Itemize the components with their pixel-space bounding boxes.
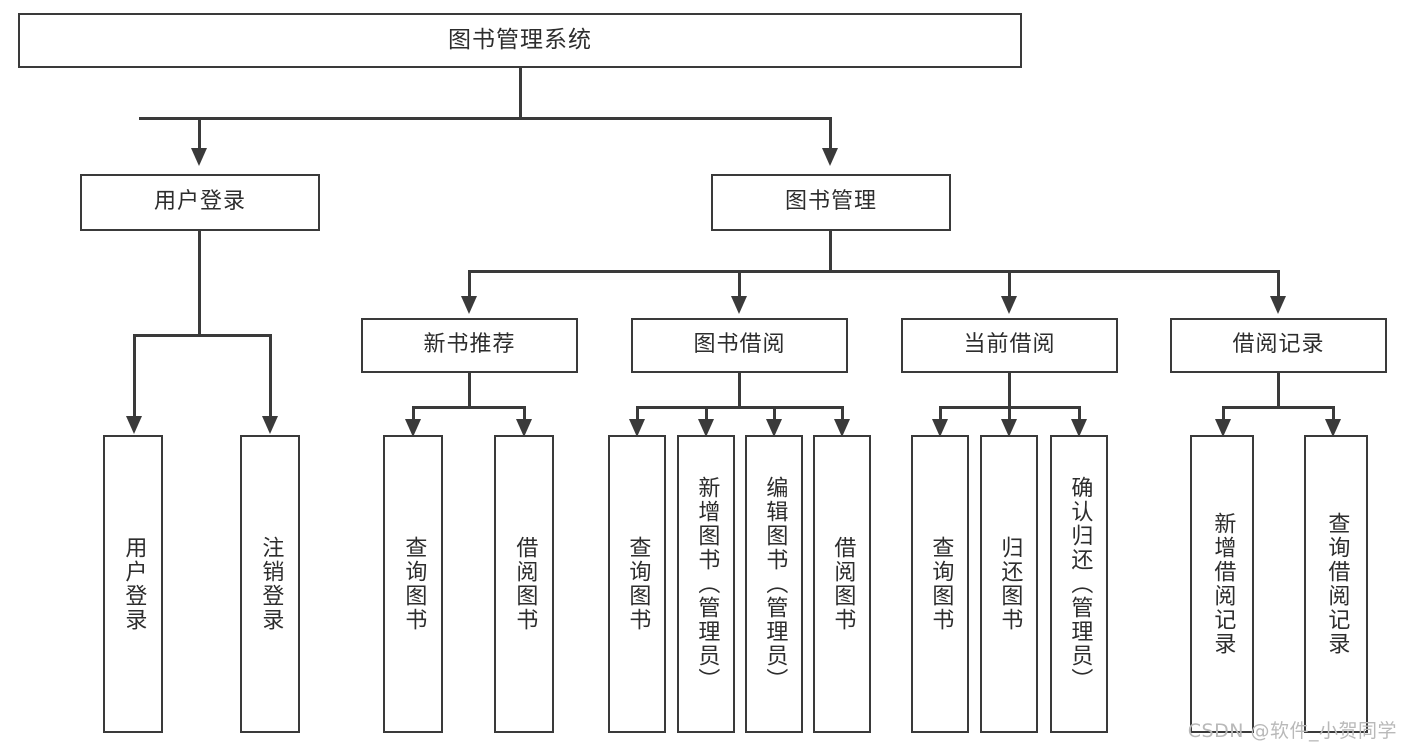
arrowhead-borrow-record: [1270, 296, 1286, 314]
node-user-login[interactable]: 用户登录: [80, 174, 320, 231]
leaf-query-book-current[interactable]: 查询图书: [911, 435, 969, 733]
leaf-label: 新增借阅记录: [1210, 512, 1236, 656]
arrowhead-leaf-user-logout: [262, 416, 278, 434]
connector-user-login-bus: [133, 334, 272, 337]
connector-book-borrow-child-3: [773, 406, 776, 430]
leaf-label: 查询图书: [401, 536, 427, 632]
connector-book-borrow-child-2: [705, 406, 708, 430]
arrowhead-leaf-add-record: [1215, 419, 1231, 437]
connector-book-manage-stem: [829, 231, 832, 270]
arrowhead-leaf-borrow-book-1: [516, 419, 532, 437]
connector-new-book-child-1: [412, 406, 415, 430]
connector-to-borrow-record: [1277, 270, 1280, 296]
leaf-return-book[interactable]: 归还图书: [980, 435, 1038, 733]
node-current-borrow[interactable]: 当前借阅: [901, 318, 1118, 373]
node-label: 图书借阅: [693, 332, 786, 358]
leaf-add-borrow-record[interactable]: 新增借阅记录: [1190, 435, 1254, 733]
arrowhead-leaf-confirm-return: [1071, 419, 1087, 437]
connector-level3-bus: [468, 270, 1280, 273]
node-label: 当前借阅: [963, 332, 1056, 358]
leaf-confirm-return[interactable]: 确认归还（管理员）: [1050, 435, 1108, 733]
arrowhead-leaf-query-book-2: [629, 419, 645, 437]
arrowhead-leaf-add-book: [698, 419, 714, 437]
leaf-label: 归还图书: [997, 536, 1023, 632]
leaf-label: 注销登录: [258, 536, 284, 632]
connector-book-borrow-bus: [636, 406, 844, 409]
leaf-label: 用户登录: [121, 536, 147, 632]
leaf-label: 查询图书: [928, 536, 954, 632]
connector-root-stem: [519, 68, 522, 117]
connector-book-borrow-child-4: [841, 406, 844, 430]
arrowhead-leaf-query-book-3: [932, 419, 948, 437]
connector-book-borrow-child-1: [636, 406, 639, 430]
arrowhead-book-manage: [822, 148, 838, 166]
arrowhead-leaf-return-book: [1001, 419, 1017, 437]
arrowhead-current-borrow: [1001, 296, 1017, 314]
connector-borrow-record-stem: [1277, 373, 1280, 406]
leaf-label: 确认归还（管理员）: [1067, 476, 1093, 692]
connector-to-new-book-recommend: [468, 270, 471, 296]
leaf-label: 新增图书（管理员）: [694, 476, 720, 692]
connector-new-book-bus: [412, 406, 526, 409]
node-book-borrow[interactable]: 图书借阅: [631, 318, 848, 373]
arrowhead-leaf-query-record: [1325, 419, 1341, 437]
node-label: 借阅记录: [1232, 332, 1325, 358]
connector-user-login-child-2: [269, 334, 272, 416]
leaf-user-logout[interactable]: 注销登录: [240, 435, 300, 733]
connector-current-borrow-child-1: [939, 406, 942, 430]
node-label: 用户登录: [153, 189, 246, 215]
leaf-query-book-recommend[interactable]: 查询图书: [383, 435, 443, 733]
leaf-borrow-book-recommend[interactable]: 借阅图书: [494, 435, 554, 733]
connector-user-login-stem: [198, 231, 201, 334]
arrowhead-leaf-edit-book: [766, 419, 782, 437]
leaf-borrow-book[interactable]: 借阅图书: [813, 435, 871, 733]
node-new-book-recommend[interactable]: 新书推荐: [361, 318, 578, 373]
csdn-watermark: CSDN @软件_小贺同学: [1187, 720, 1397, 742]
connector-borrow-record-child-1: [1222, 406, 1225, 430]
connector-current-borrow-stem: [1008, 373, 1011, 406]
connector-to-book-manage: [829, 117, 832, 148]
leaf-add-book[interactable]: 新增图书（管理员）: [677, 435, 735, 733]
connector-book-borrow-stem: [738, 373, 741, 406]
connector-to-current-borrow: [1008, 270, 1011, 296]
node-label: 图书管理: [784, 189, 877, 215]
leaf-user-login[interactable]: 用户登录: [103, 435, 163, 733]
arrowhead-user-login: [191, 148, 207, 166]
node-root-book-management-system[interactable]: 图书管理系统: [18, 13, 1022, 68]
leaf-label: 借阅图书: [512, 536, 538, 632]
leaf-label: 借阅图书: [830, 536, 856, 632]
arrowhead-leaf-query-book-1: [405, 419, 421, 437]
connector-new-book-stem: [468, 373, 471, 406]
arrowhead-new-book-recommend: [461, 296, 477, 314]
connector-to-user-login: [198, 117, 201, 148]
connector-to-book-borrow: [738, 270, 741, 296]
leaf-label: 查询图书: [625, 536, 651, 632]
node-label: 新书推荐: [423, 332, 516, 358]
leaf-edit-book[interactable]: 编辑图书（管理员）: [745, 435, 803, 733]
node-borrow-record[interactable]: 借阅记录: [1170, 318, 1387, 373]
arrowhead-leaf-borrow-book-2: [834, 419, 850, 437]
node-label: 图书管理系统: [448, 26, 592, 53]
leaf-label: 查询借阅记录: [1324, 512, 1350, 656]
node-book-management[interactable]: 图书管理: [711, 174, 951, 231]
connector-level2-bus: [139, 117, 832, 120]
leaf-label: 编辑图书（管理员）: [762, 476, 788, 692]
arrowhead-book-borrow: [731, 296, 747, 314]
connector-user-login-child-1: [133, 334, 136, 416]
arrowhead-leaf-user-login: [126, 416, 142, 434]
connector-new-book-child-2: [523, 406, 526, 430]
leaf-query-book-borrow[interactable]: 查询图书: [608, 435, 666, 733]
connector-borrow-record-child-2: [1332, 406, 1335, 430]
connector-borrow-record-bus: [1222, 406, 1335, 409]
connector-current-borrow-child-3: [1078, 406, 1081, 430]
connector-current-borrow-child-2: [1008, 406, 1011, 430]
leaf-query-borrow-record[interactable]: 查询借阅记录: [1304, 435, 1368, 733]
